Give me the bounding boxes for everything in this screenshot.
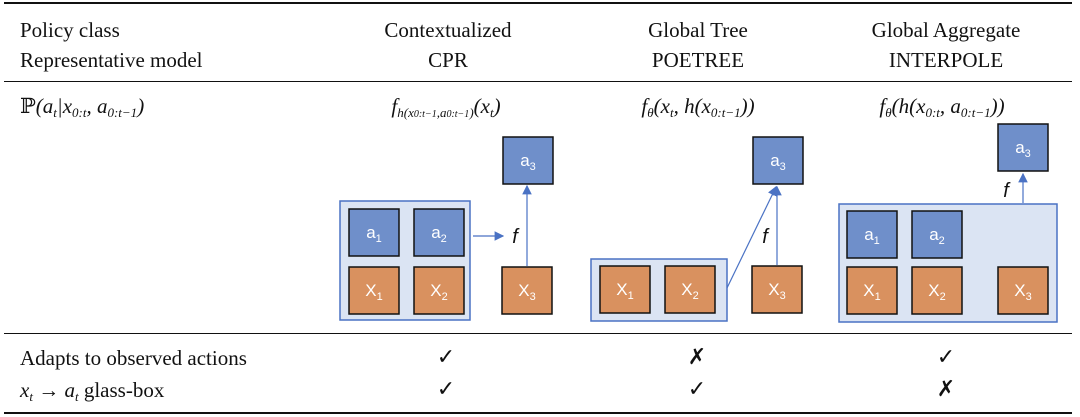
interpole-diagram: a1 a2 X1 X2 X3 a3 f — [838, 123, 1058, 323]
interpole-node-x1 — [846, 266, 898, 315]
formula-poetree: fθ(xt, h(x0:t−1)) — [641, 94, 755, 120]
poetree-arrow-history — [726, 185, 777, 289]
poetree-node-a3 — [752, 136, 804, 185]
formula-interpole: fθ(h(x0:t, a0:t−1)) — [879, 94, 1005, 120]
row-label-policy-class: Policy class — [20, 18, 120, 42]
poetree-node-x2 — [664, 265, 716, 314]
interpole-node-a1 — [846, 210, 898, 259]
column-header-contextualized: Contextualized — [384, 18, 512, 42]
poetree-node-x3 — [751, 265, 803, 314]
row-label-representative-model: Representative model — [20, 48, 203, 72]
adapts-interpole-value: ✓ — [936, 345, 956, 370]
column-model-cpr: CPR — [428, 48, 468, 72]
middle-rule — [4, 333, 1072, 334]
cpr-node-a3 — [502, 136, 554, 185]
glassbox-poetree-value: ✓ — [687, 377, 707, 402]
interpole-node-x2 — [911, 266, 963, 315]
cpr-node-x1 — [348, 266, 400, 315]
top-rule — [4, 2, 1072, 4]
bottom-rule — [4, 412, 1072, 414]
header-rule — [4, 81, 1072, 82]
interpole-node-a2 — [911, 210, 963, 259]
poetree-f-label: f — [762, 226, 770, 248]
interpole-node-x3 — [997, 266, 1049, 315]
column-model-interpole: INTERPOLE — [888, 48, 1004, 72]
cpr-f-label: f — [512, 226, 520, 248]
cpr-node-a2 — [413, 208, 465, 257]
glassbox-cpr-value: ✓ — [436, 377, 456, 402]
column-model-poetree: POETREE — [651, 48, 745, 72]
column-header-global-aggregate: Global Aggregate — [871, 18, 1021, 42]
property-glassbox-label: xt → at glass-box — [20, 378, 165, 404]
cpr-diagram: a1 a2 X1 X2 X3 a3 f — [339, 136, 554, 321]
poetree-node-x1 — [599, 265, 651, 314]
adapts-poetree-value: ✗ — [687, 345, 707, 370]
cpr-node-a1 — [348, 208, 400, 257]
interpole-node-a3 — [997, 123, 1049, 172]
formula-cpr: fh(x0:t−1,a0:t−1)(xt) — [391, 94, 501, 120]
interpole-f-label: f — [1003, 180, 1011, 202]
property-adapts-label: Adapts to observed actions — [20, 346, 247, 370]
cpr-node-x2 — [413, 266, 465, 315]
probability-label: ℙ(at|x0:t, a0:t−1) — [20, 94, 145, 120]
poetree-diagram: X1 X2 X3 a3 f — [590, 136, 804, 322]
adapts-cpr-value: ✓ — [436, 345, 456, 370]
glassbox-interpole-value: ✗ — [936, 377, 956, 402]
cpr-node-x3 — [501, 266, 553, 315]
column-header-global-tree: Global Tree — [648, 18, 748, 42]
